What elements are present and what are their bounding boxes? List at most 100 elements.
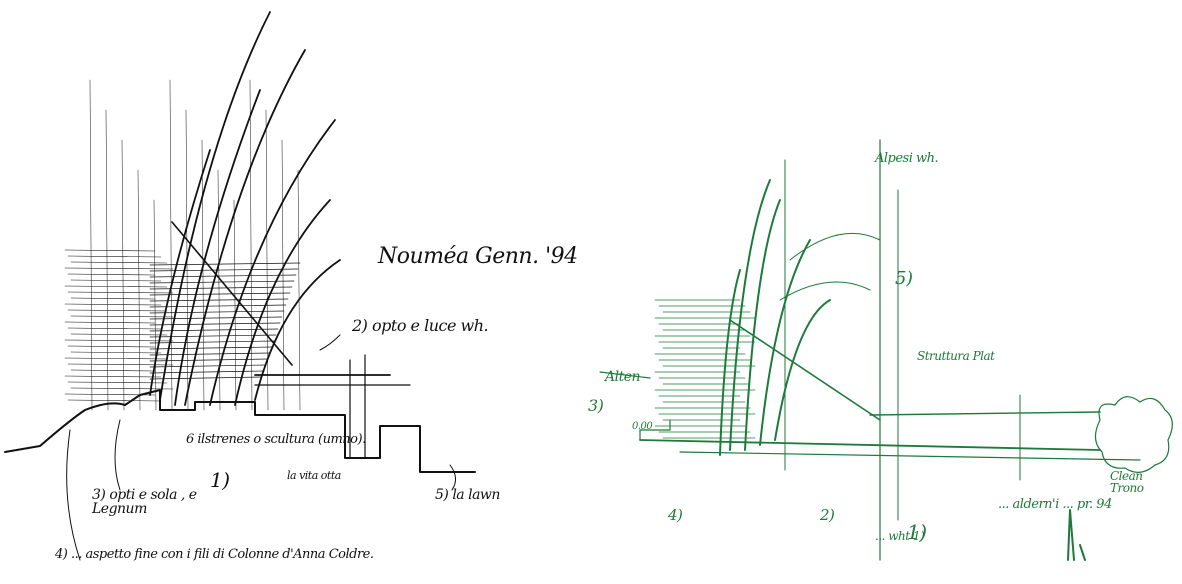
grid-line bbox=[149, 316, 283, 320]
vertical-line bbox=[89, 79, 93, 411]
sail-arc bbox=[744, 199, 781, 451]
grid-line bbox=[149, 268, 299, 272]
hatch-line bbox=[64, 285, 168, 288]
vertical-line bbox=[281, 139, 285, 411]
hatch-line bbox=[67, 327, 162, 330]
right-label-4: 4) bbox=[668, 506, 683, 524]
hatch-line bbox=[70, 315, 174, 318]
grid-line bbox=[149, 304, 287, 308]
hatch-line bbox=[67, 309, 168, 312]
grid-line bbox=[149, 364, 267, 368]
left-note-1: 6 ilstrenes o scultura (umno). bbox=[186, 432, 366, 447]
grid-line bbox=[149, 340, 275, 344]
grid-line bbox=[149, 310, 285, 314]
vertical-line bbox=[297, 169, 301, 411]
grid-line bbox=[149, 322, 281, 326]
ground-profile bbox=[4, 389, 476, 473]
grid-line bbox=[149, 376, 263, 380]
left-note-2: 2) opto e luce wh. bbox=[352, 316, 489, 335]
right-label-tree: Clean Trono bbox=[1110, 469, 1144, 495]
hatch-line bbox=[67, 345, 156, 348]
left-note-1-number: 1) bbox=[210, 468, 230, 492]
vertical-line bbox=[201, 139, 205, 411]
hatch-line bbox=[64, 249, 156, 252]
vertical-line bbox=[105, 109, 109, 411]
left-note-3: 3) opti e sola , e Legnum bbox=[92, 487, 197, 517]
vertical-line bbox=[169, 79, 173, 411]
right-label-structure: Struttura Plat bbox=[917, 349, 995, 363]
left-note-5: 5) la lawn bbox=[435, 487, 500, 503]
right-label-left: Alten bbox=[605, 369, 641, 385]
vertical-line bbox=[233, 199, 237, 411]
grid-line bbox=[149, 352, 271, 356]
sail-arc bbox=[159, 11, 271, 401]
grid-line bbox=[149, 262, 301, 266]
hatch-line bbox=[64, 375, 162, 378]
arrow-line bbox=[599, 371, 651, 379]
arrow-line bbox=[779, 281, 871, 301]
sail-arc bbox=[759, 239, 811, 446]
hatch-line bbox=[64, 303, 162, 306]
hatch-line bbox=[64, 321, 156, 324]
right-sketch: Alpesi wh. 5) 3) Alten 0.00 4) 2) 1) ...… bbox=[580, 0, 1182, 584]
left-signature: Nouméa Genn. '94 bbox=[378, 244, 578, 269]
sail-arc bbox=[149, 149, 211, 396]
grid-line bbox=[149, 292, 291, 296]
diagonal-strut bbox=[729, 319, 881, 421]
hatch-line bbox=[64, 339, 174, 342]
hatch-line bbox=[70, 387, 174, 390]
vertical-line bbox=[249, 79, 253, 411]
left-sketch-drawing bbox=[4, 11, 476, 561]
right-label-top: Alpesi wh. bbox=[875, 151, 939, 166]
sail-arc bbox=[209, 119, 336, 406]
vertical-line bbox=[153, 199, 157, 411]
hatch-line bbox=[67, 381, 168, 384]
grid-line bbox=[149, 334, 277, 338]
hatch-line bbox=[67, 255, 162, 258]
left-note-4: 4) ... aspetto fine con i fili di Colonn… bbox=[55, 547, 374, 562]
hatch-line bbox=[64, 267, 174, 270]
hatch-line bbox=[67, 273, 156, 276]
grid-line bbox=[149, 358, 269, 362]
right-label-3: 3) bbox=[588, 396, 604, 415]
right-label-5: 5) bbox=[895, 268, 913, 289]
grid-line bbox=[149, 286, 293, 290]
sail-arc bbox=[774, 299, 831, 441]
hatch-line bbox=[70, 333, 168, 336]
hatch-line bbox=[70, 351, 162, 354]
tree-outline bbox=[1094, 396, 1173, 473]
hatch-line bbox=[70, 261, 168, 264]
signature-scribble bbox=[1067, 509, 1086, 561]
hatch-line bbox=[70, 279, 162, 282]
sail-arc bbox=[184, 49, 306, 406]
vertical-line bbox=[137, 169, 141, 411]
right-label-1: 1) bbox=[907, 520, 927, 544]
hatch-line bbox=[70, 369, 156, 372]
leader-line bbox=[114, 419, 121, 491]
hatch-line bbox=[67, 399, 162, 402]
leader-line bbox=[449, 464, 456, 491]
arrow-line bbox=[789, 232, 881, 261]
grid-line bbox=[149, 274, 297, 278]
hatch-line bbox=[70, 297, 156, 300]
grid-line bbox=[149, 370, 265, 374]
ground-line bbox=[679, 451, 1141, 461]
hatch-line bbox=[67, 363, 174, 366]
grid-line bbox=[149, 328, 279, 332]
right-label-right: ... aldern'i ... pr. 94 bbox=[998, 497, 1112, 512]
hatch-line bbox=[67, 291, 174, 294]
hatch-line bbox=[64, 357, 168, 360]
right-label-bottom: ... wht 1) bbox=[875, 529, 925, 543]
left-sketch: Nouméa Genn. '94 2) opto e luce wh. 6 il… bbox=[0, 0, 578, 584]
leader-line bbox=[319, 334, 341, 351]
sail-arc bbox=[719, 269, 741, 456]
left-note-mid: la vita otta bbox=[287, 469, 341, 482]
sail-arc bbox=[729, 179, 771, 451]
leader-line bbox=[66, 429, 81, 561]
sail-arc bbox=[174, 89, 261, 406]
stair-line bbox=[639, 419, 671, 441]
diagonal-strut bbox=[171, 221, 293, 366]
ground-line bbox=[639, 439, 1101, 451]
right-label-2: 2) bbox=[820, 506, 835, 524]
right-label-000: 0.00 bbox=[632, 421, 653, 432]
